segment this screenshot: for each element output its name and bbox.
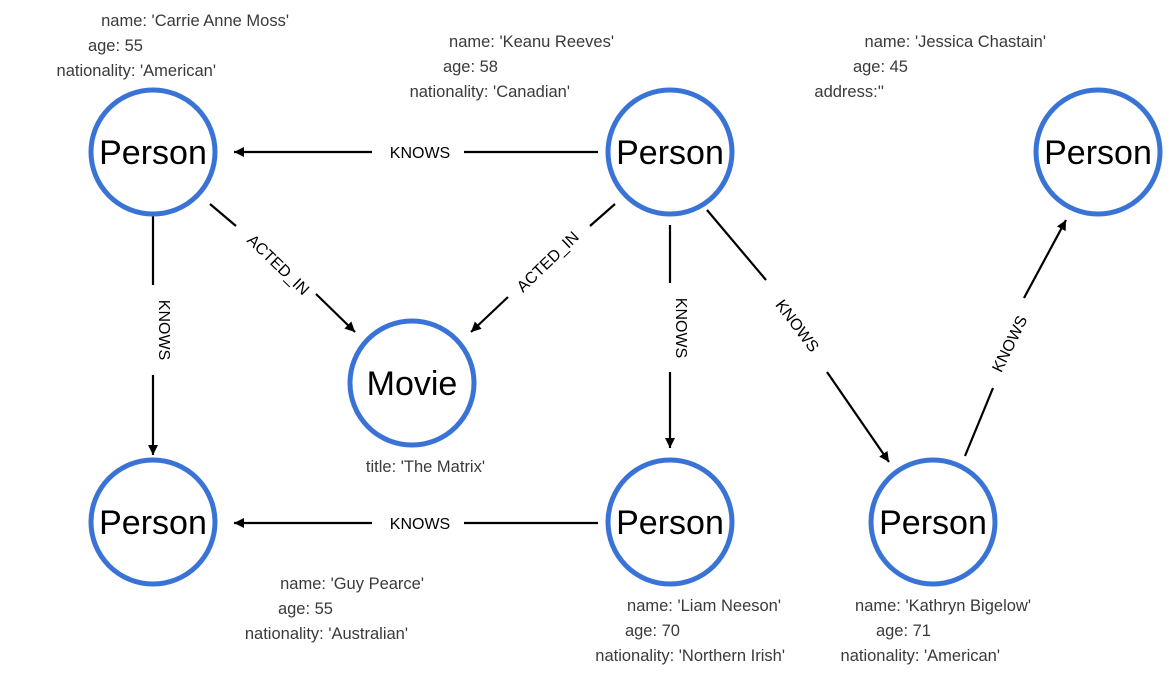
node-circle[interactable] — [868, 457, 998, 587]
edge-line — [963, 387, 995, 457]
edge-label: KNOWS — [155, 300, 172, 360]
node-liam[interactable]: Person — [605, 457, 735, 587]
prop-age: age: 71 — [876, 622, 931, 640]
node-movie[interactable]: Movie — [347, 318, 477, 448]
props-keanu: name: 'Keanu Reeves' age: 58 nationality… — [410, 33, 614, 101]
node-circle[interactable] — [605, 457, 735, 587]
node-circle[interactable] — [88, 457, 218, 587]
edge-kathryn-knows-jessica: KNOWS — [963, 219, 1067, 457]
edge-label: ACTED_IN — [243, 232, 312, 299]
edge-label: KNOWS — [390, 516, 450, 533]
props-carrie: name: 'Carrie Anne Moss' age: 55 nationa… — [57, 12, 289, 80]
edge-label: ACTED_IN — [514, 229, 583, 296]
prop-nationality: nationality: 'Northern Irish' — [595, 647, 785, 665]
props-kathryn: name: 'Kathryn Bigelow' age: 71 national… — [841, 597, 1031, 665]
prop-address: address:'' — [814, 83, 884, 101]
edge-liam-knows-guy: KNOWS — [234, 516, 598, 533]
edge-label: KNOWS — [772, 297, 822, 356]
edge-label: KNOWS — [672, 298, 689, 358]
prop-nationality: nationality: 'Australian' — [245, 625, 408, 643]
node-circle[interactable] — [605, 87, 735, 217]
prop-age: age: 55 — [278, 600, 333, 618]
edge-keanu-knows-kathryn: KNOWS — [706, 209, 890, 463]
prop-age: age: 55 — [88, 37, 143, 55]
prop-name: name: 'Liam Neeson' — [627, 597, 781, 615]
edge-keanu-knows-liam: KNOWS — [665, 225, 689, 448]
node-label: Person — [616, 134, 724, 172]
prop-nationality: nationality: 'American' — [841, 647, 1000, 665]
edge-arrow — [470, 296, 509, 333]
node-label: Person — [1044, 134, 1152, 172]
node-keanu[interactable]: Person — [605, 87, 735, 217]
edge-arrow — [826, 371, 890, 463]
node-label: Person — [99, 504, 207, 542]
node-circle[interactable] — [88, 87, 218, 217]
edge-carrie-knows-guy: KNOWS — [148, 215, 172, 455]
node-jessica[interactable]: Person — [1033, 87, 1163, 217]
prop-name: name: 'Jessica Chastain' — [865, 33, 1046, 51]
node-circle[interactable] — [1033, 87, 1163, 217]
edge-line — [589, 203, 616, 227]
prop-nationality: nationality: 'American' — [57, 62, 216, 80]
prop-age: age: 58 — [443, 58, 498, 76]
edge-keanu-knows-carrie: KNOWS — [234, 145, 598, 162]
prop-title: title: 'The Matrix' — [366, 458, 485, 476]
edge-keanu-actedin-movie: ACTED_IN — [470, 203, 616, 333]
node-circle[interactable] — [347, 318, 477, 448]
prop-name: name: 'Keanu Reeves' — [449, 33, 614, 51]
edge-arrow — [315, 293, 356, 333]
prop-age: age: 45 — [853, 58, 908, 76]
edge-carrie-actedin-movie: ACTED_IN — [209, 203, 356, 333]
node-label: Person — [616, 504, 724, 542]
edge-label: KNOWS — [390, 145, 450, 162]
edge-arrow — [1023, 219, 1067, 299]
props-movie: title: 'The Matrix' — [366, 458, 485, 476]
edge-label: KNOWS — [990, 313, 1032, 375]
node-guy[interactable]: Person — [88, 457, 218, 587]
props-guy: name: 'Guy Pearce' age: 55 nationality: … — [245, 575, 424, 643]
edge-line — [209, 203, 237, 227]
prop-age: age: 70 — [625, 622, 680, 640]
props-jessica: name: 'Jessica Chastain' age: 45 address… — [814, 33, 1046, 101]
prop-name: name: 'Carrie Anne Moss' — [101, 12, 289, 30]
prop-name: name: 'Kathryn Bigelow' — [855, 597, 1031, 615]
node-label: Movie — [367, 365, 458, 403]
prop-name: name: 'Guy Pearce' — [280, 575, 424, 593]
props-liam: name: 'Liam Neeson' age: 70 nationality:… — [595, 597, 785, 665]
node-label: Person — [879, 504, 987, 542]
prop-nationality: nationality: 'Canadian' — [410, 83, 570, 101]
edge-line — [706, 209, 767, 281]
node-label: Person — [99, 134, 207, 172]
node-carrie[interactable]: Person — [88, 87, 218, 217]
node-kathryn[interactable]: Person — [868, 457, 998, 587]
